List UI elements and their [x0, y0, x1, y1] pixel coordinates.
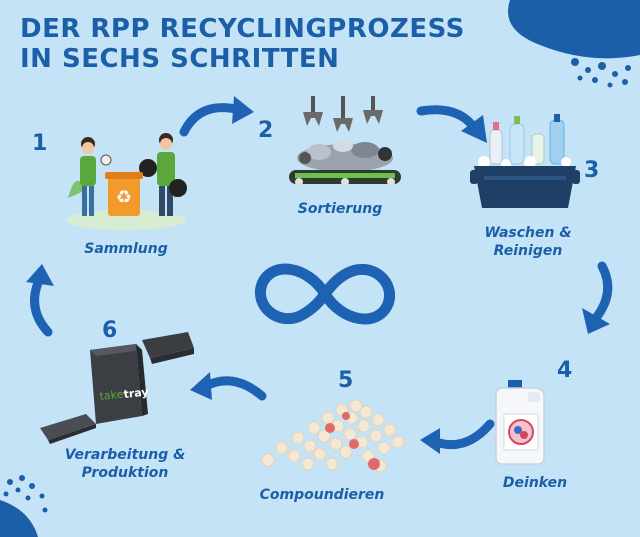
step-4-number: 4 [557, 358, 573, 383]
step-2-number: 2 [258, 118, 274, 143]
step-3-label: Waschen & Reinigen [478, 224, 578, 260]
brand-tray: tray [123, 385, 149, 401]
step-3-label-line-1: Waschen & [484, 225, 572, 241]
title-line-1: DER RPP RECYCLINGPROZESS [20, 14, 465, 44]
title-line-2: IN SECHS SCHRITTEN [20, 44, 340, 74]
step-5-number: 5 [338, 368, 354, 393]
step-6-label: Verarbeitung & Produktion [50, 446, 200, 482]
corner-blob-top-right [508, 0, 640, 88]
step-3-number: 3 [584, 158, 600, 183]
arrow-4-to-5 [420, 419, 495, 454]
page-title: DER RPP RECYCLINGPROZESS IN SECHS SCHRIT… [20, 14, 465, 74]
step-6-label-line-2: Produktion [81, 465, 169, 481]
step-1-number: 1 [32, 131, 48, 156]
arrow-1-to-2 [179, 96, 254, 137]
recycle-bin-icon: ♻ [66, 133, 187, 230]
corner-blob-bottom-left [0, 475, 48, 537]
arrow-6-to-1 [26, 264, 54, 337]
svg-text:♻: ♻ [116, 187, 132, 208]
granulate-icon [261, 399, 405, 473]
infinity-icon [254, 263, 396, 325]
washing-tub-icon [470, 114, 580, 208]
tray-box-icon: take tray [40, 332, 194, 444]
sorting-machine-icon [289, 96, 401, 186]
step-6-label-line-1: Verarbeitung & [64, 447, 186, 463]
step-3-label-line-2: Reinigen [493, 243, 563, 259]
step-5-label: Compoundieren [259, 487, 385, 503]
canister-icon [495, 380, 545, 465]
arrow-3-to-4 [582, 261, 613, 334]
step-1-label: Sammlung [84, 241, 168, 257]
step-6-number: 6 [102, 318, 118, 343]
step-2-label: Sortierung [297, 201, 383, 217]
brand-take: take [99, 388, 124, 403]
step-4-label: Deinken [502, 475, 568, 491]
arrow-2-to-3 [416, 105, 487, 143]
arrow-5-to-6 [190, 372, 267, 401]
